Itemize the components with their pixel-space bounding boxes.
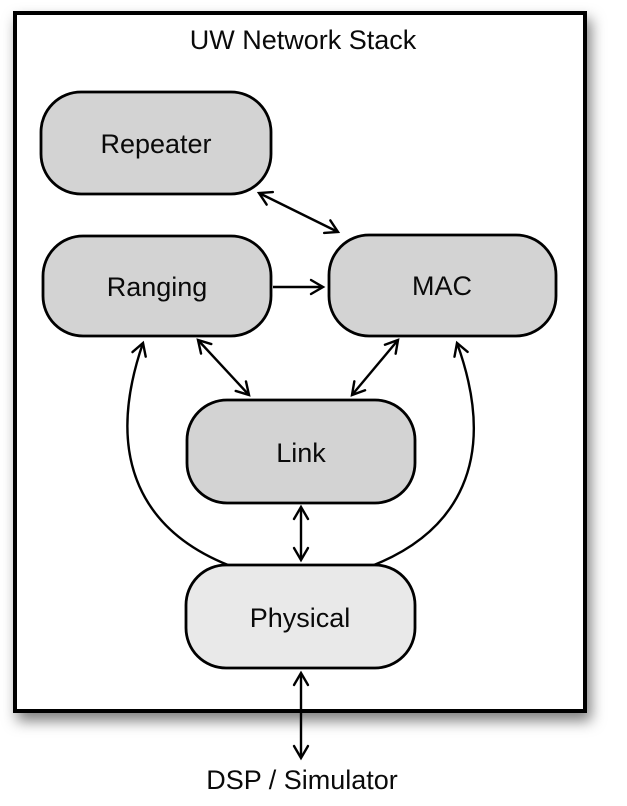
- node-repeater-shape: [39, 90, 273, 196]
- node-link: Link: [185, 398, 417, 505]
- node-ranging-shape: [41, 234, 273, 338]
- edge-ranging-link-arrow: [196, 338, 251, 397]
- node-ranging-label: Ranging: [107, 272, 208, 302]
- edge-mac-link-arrow: [350, 338, 400, 397]
- diagram-title: UW Network Stack: [190, 25, 417, 55]
- node-repeater-label: Repeater: [100, 129, 211, 159]
- node-physical-label: Physical: [250, 603, 351, 633]
- node-mac: MAC: [327, 233, 558, 338]
- edge-physical-ranging-arrow: [126, 340, 229, 567]
- node-repeater: Repeater: [39, 90, 273, 196]
- edges: [126, 190, 475, 761]
- dsp-simulator-label: DSP / Simulator: [206, 765, 398, 795]
- edge-physical-mac-arrow: [373, 340, 475, 567]
- node-physical-shape: [184, 563, 417, 670]
- node-link-shape: [185, 398, 417, 505]
- node-mac-label: MAC: [412, 271, 472, 301]
- node-ranging: Ranging: [41, 234, 273, 338]
- edge-repeater-mac-arrow: [256, 190, 341, 235]
- node-link-label: Link: [276, 438, 326, 468]
- node-physical: Physical: [184, 563, 417, 670]
- node-mac-shape: [327, 233, 558, 338]
